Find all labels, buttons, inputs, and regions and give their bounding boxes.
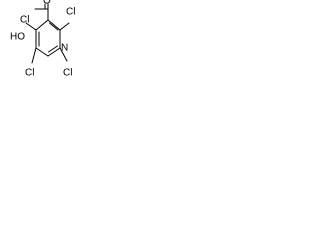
substituent-bond-bottom-right: [59, 47, 68, 62]
ring-bond-top: [47, 19, 61, 31]
chloro-bottom-right-label: Cl: [63, 68, 72, 79]
substituent-bond-top-left: [25, 22, 37, 31]
carboxyl-oxygen-label: O: [43, 0, 51, 7]
carboxyl-hydroxyl-label: HO: [10, 32, 25, 43]
ring-bond-right-lower-inner: [48, 45, 58, 53]
structure-diagram: O HO N Cl Cl Cl Cl: [10, 0, 75, 79]
ring-nitrogen-label: N: [61, 43, 68, 54]
ring-bond-top-inner: [49, 22, 59, 31]
ring-bond-left-upper: [35, 19, 49, 31]
bond-layer: [25, 3, 70, 64]
ring-bond-bottom: [35, 47, 49, 57]
ring-bond-right-lower: [47, 47, 61, 57]
label-layer: O HO N Cl Cl Cl Cl: [10, 0, 75, 79]
substituent-bond-bottom-left: [31, 47, 37, 64]
chloro-top-right-label: Cl: [66, 7, 75, 18]
chloro-top-left-label: Cl: [20, 15, 29, 26]
substituent-bond-top-right: [59, 22, 70, 31]
chloro-bottom-left-label: Cl: [25, 68, 34, 79]
